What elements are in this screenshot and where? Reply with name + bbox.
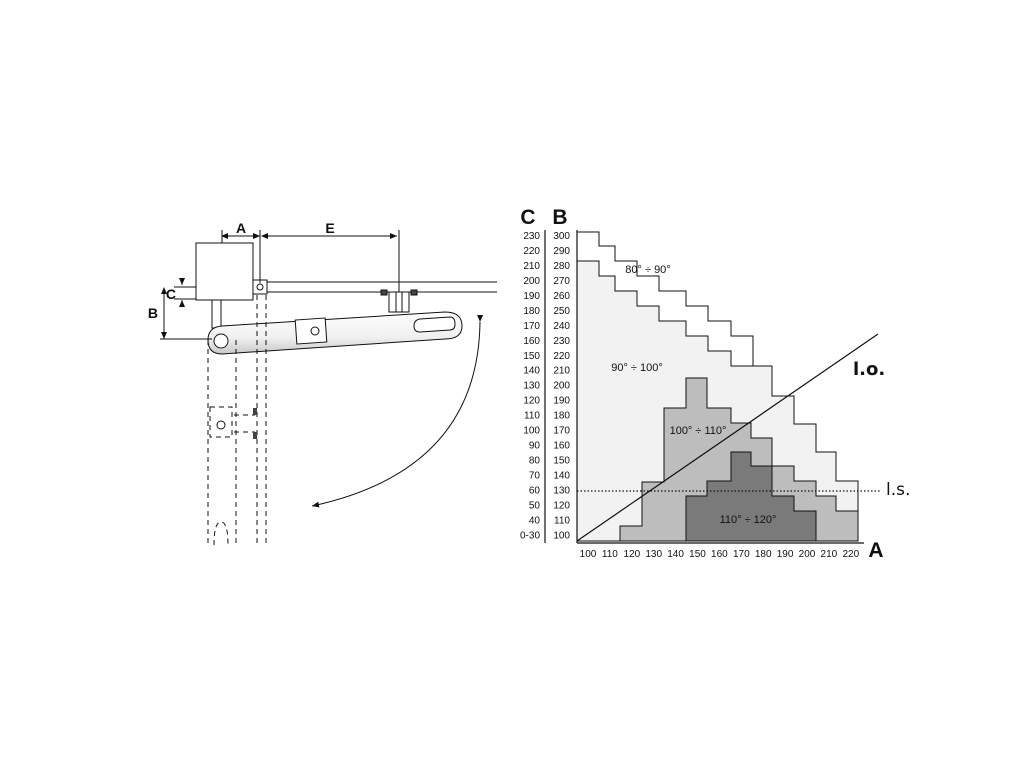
axis-b-tick-label: 260 [553,291,570,302]
zone-label-100-110: 100° ÷ 110° [670,425,727,437]
axis-a-tick-label: 170 [733,549,750,560]
axis-a-tick-label: 150 [689,549,706,560]
axis-b-tick-label: 160 [553,441,570,452]
axis-b-tick-label: 200 [553,381,570,392]
axis-b-tick-label: 180 [553,411,570,422]
axis-title-b: B [552,206,567,229]
axis-a-tick-label: 210 [821,549,838,560]
swing-arrow [311,314,484,508]
axis-b-tick-label: 120 [553,500,570,511]
axis-a-tick-label: 180 [755,549,772,560]
axis-b-tick-label: 170 [553,426,570,437]
axis-c-tick-label: 210 [523,261,540,272]
axis-b-tick-label: 250 [553,306,570,317]
axis-b-tick-label: 190 [553,396,570,407]
axis-c-tick-label: 200 [523,276,540,287]
dim-label-b: B [148,305,158,321]
axis-c-tick-label: 180 [523,306,540,317]
axis-title-c: C [520,206,535,229]
dim-label-c: C [166,286,176,302]
axis-a-ticks: 100 110 120 130 140 150 160 170 180 190 200 210 220 [580,549,860,560]
axis-c-tick-label: 190 [523,291,540,302]
axis-b-tick-label: 290 [553,246,570,257]
opener-drawing [160,230,497,546]
axis-a-tick-label: 140 [667,549,684,560]
axis-a-tick-label: 130 [645,549,662,560]
axis-a-tick-label: 110 [602,549,618,560]
axis-c-tick-label: 160 [523,336,540,347]
axis-c-tick-label: 130 [523,381,540,392]
angle-chart: 2302202102001901801701601501401301201101… [520,230,880,560]
axis-a-tick-label: 100 [580,549,597,560]
axis-c-tick-label: 150 [523,351,540,362]
axis-title-a: A [868,539,883,562]
axis-c-tick-label: 220 [523,246,540,257]
axis-c-tick-label: 120 [523,396,540,407]
axis-a-tick-label: 120 [623,549,640,560]
axis-c-tick-label: 230 [523,231,540,242]
motor-box [195,242,254,301]
axis-a-tick-label: 190 [777,549,794,560]
axis-b-tick-label: 240 [553,321,570,332]
axis-b-tick-label: 300 [553,231,570,242]
axis-c-tick-label: 40 [529,515,541,526]
axis-b-tick-label: 150 [553,456,570,467]
axis-c-tick-label: 90 [529,441,541,452]
axis-c-ticks: 230 220 210 200 190 180 170 160 150 140 130 120 110 1… [520,231,540,541]
axis-b-tick-label: 130 [553,485,570,496]
axis-c-tick-label: 140 [523,366,540,377]
axis-b-tick-label: 110 [554,515,570,526]
zone-label-80-90: 80° ÷ 90° [625,264,670,276]
axis-a-tick-label: 160 [711,549,728,560]
hinge-pin [256,283,264,291]
ls-label: l.s. [886,480,910,500]
axis-b-tick-label: 270 [553,276,570,287]
axis-c-tick-label: 60 [529,485,541,496]
axis-b-tick-label: 210 [553,366,570,377]
motor-shaft [211,299,222,329]
axis-b-tick-label: 230 [553,336,570,347]
axis-b-tick-label: 220 [553,351,570,362]
axis-c-tick-label: 80 [529,456,541,467]
axis-c-tick-label: 50 [529,500,541,511]
axis-b-tick-label: 280 [553,261,570,272]
lo-line [576,333,879,542]
axis-b-ticks: 300 290 280 270 260 250 240 230 220 210 200 190 180 1… [553,231,570,541]
dim-label-e: E [325,220,334,236]
rail-bracket [388,291,410,313]
zone-label-90-100: 90° ÷ 100° [611,362,663,374]
axis-c-tick-label: 70 [529,471,541,482]
axis-b-tick-label: 100 [553,530,570,541]
axis-a-tick-label: 220 [842,549,859,560]
axis-c-tick-label: 0-30 [520,530,540,541]
axis-a-tick-label: 200 [799,549,816,560]
axis-c-tick-label: 110 [524,411,540,422]
axis-c-tick-label: 100 [523,426,540,437]
lo-label: l.o. [853,359,885,380]
axis-b-tick-label: 140 [553,471,570,482]
dim-label-a: A [236,220,246,236]
zone-label-110-120: 110° ÷ 120° [720,514,777,526]
axis-c-tick-label: 170 [523,321,540,332]
